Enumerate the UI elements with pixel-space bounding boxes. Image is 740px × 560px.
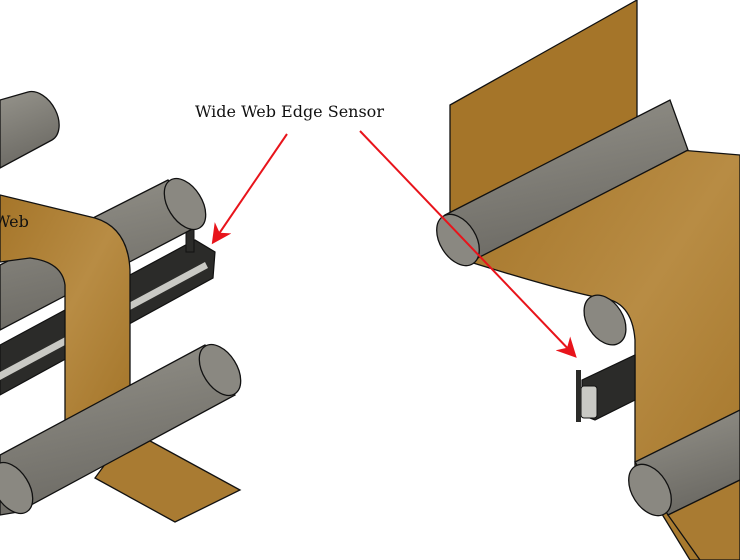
left-scene	[0, 90, 242, 523]
small-roller-right	[583, 294, 627, 346]
callout-arrow-right	[359, 130, 577, 358]
bottom-roller-right	[628, 409, 740, 560]
top-roller-right	[436, 99, 689, 267]
top-left-roller	[0, 90, 60, 169]
bottom-roller-left	[0, 343, 242, 516]
sensor-right	[576, 354, 636, 422]
callout-label: Wide Web Edge Sensor	[195, 102, 384, 121]
web-left	[0, 194, 242, 523]
callout-arrow-left	[211, 133, 288, 245]
web-label: Web	[0, 212, 29, 231]
right-scene	[436, 0, 740, 560]
